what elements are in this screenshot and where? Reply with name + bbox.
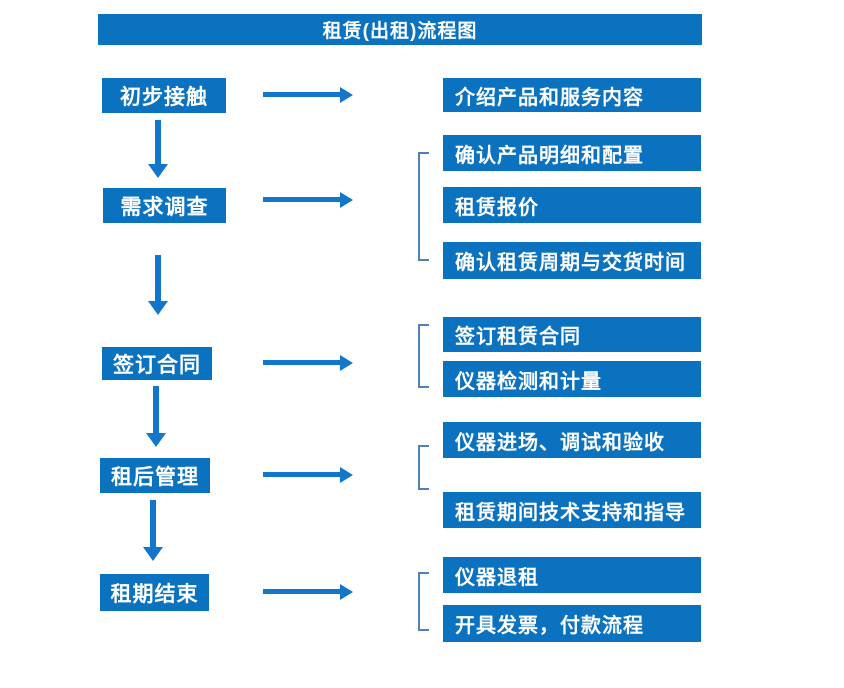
- down-arrow-icon-3: [143, 500, 163, 561]
- flowchart-title: 租赁(出租)流程图: [98, 14, 702, 45]
- right-arrow-icon-0: [263, 87, 353, 103]
- down-arrow-icon-0: [148, 120, 168, 178]
- right-arrow-icon-2: [263, 355, 353, 371]
- step-box-initial-contact: 初步接触: [102, 78, 226, 113]
- right-arrow-icon-3: [263, 467, 353, 483]
- bracket-connector-rental-end: [418, 572, 429, 631]
- step-box-sign-contract: 签订合同: [102, 347, 212, 380]
- right-arrow-icon-1: [263, 192, 353, 208]
- step-box-post-rental-management: 租后管理: [100, 458, 210, 493]
- bracket-connector-post-rental: [418, 445, 429, 490]
- detail-box-invoice-payment: 开具发票，付款流程: [443, 605, 701, 642]
- detail-box-confirm-period-delivery: 确认租赁周期与交货时间: [443, 242, 701, 279]
- step-box-rental-end: 租期结束: [100, 574, 209, 611]
- bracket-connector-sign-contract: [418, 324, 429, 388]
- step-box-demand-survey: 需求调查: [103, 188, 226, 223]
- detail-box-rental-quotation: 租赁报价: [443, 187, 701, 223]
- detail-box-sign-rental-contract: 签订租赁合同: [443, 317, 701, 352]
- detail-box-instrument-return: 仪器退租: [443, 557, 701, 593]
- right-arrow-icon-4: [263, 584, 353, 600]
- detail-box-introduce-products: 介绍产品和服务内容: [443, 78, 701, 112]
- detail-box-confirm-product-details: 确认产品明细和配置: [443, 135, 701, 171]
- down-arrow-icon-1: [148, 255, 168, 315]
- detail-box-technical-support: 租赁期间技术支持和指导: [443, 492, 701, 528]
- down-arrow-icon-2: [146, 386, 166, 447]
- bracket-connector-demand-survey: [418, 152, 429, 261]
- detail-box-instrument-inspection: 仪器检测和计量: [443, 361, 701, 397]
- detail-box-instrument-setup-acceptance: 仪器进场、调试和验收: [443, 422, 701, 458]
